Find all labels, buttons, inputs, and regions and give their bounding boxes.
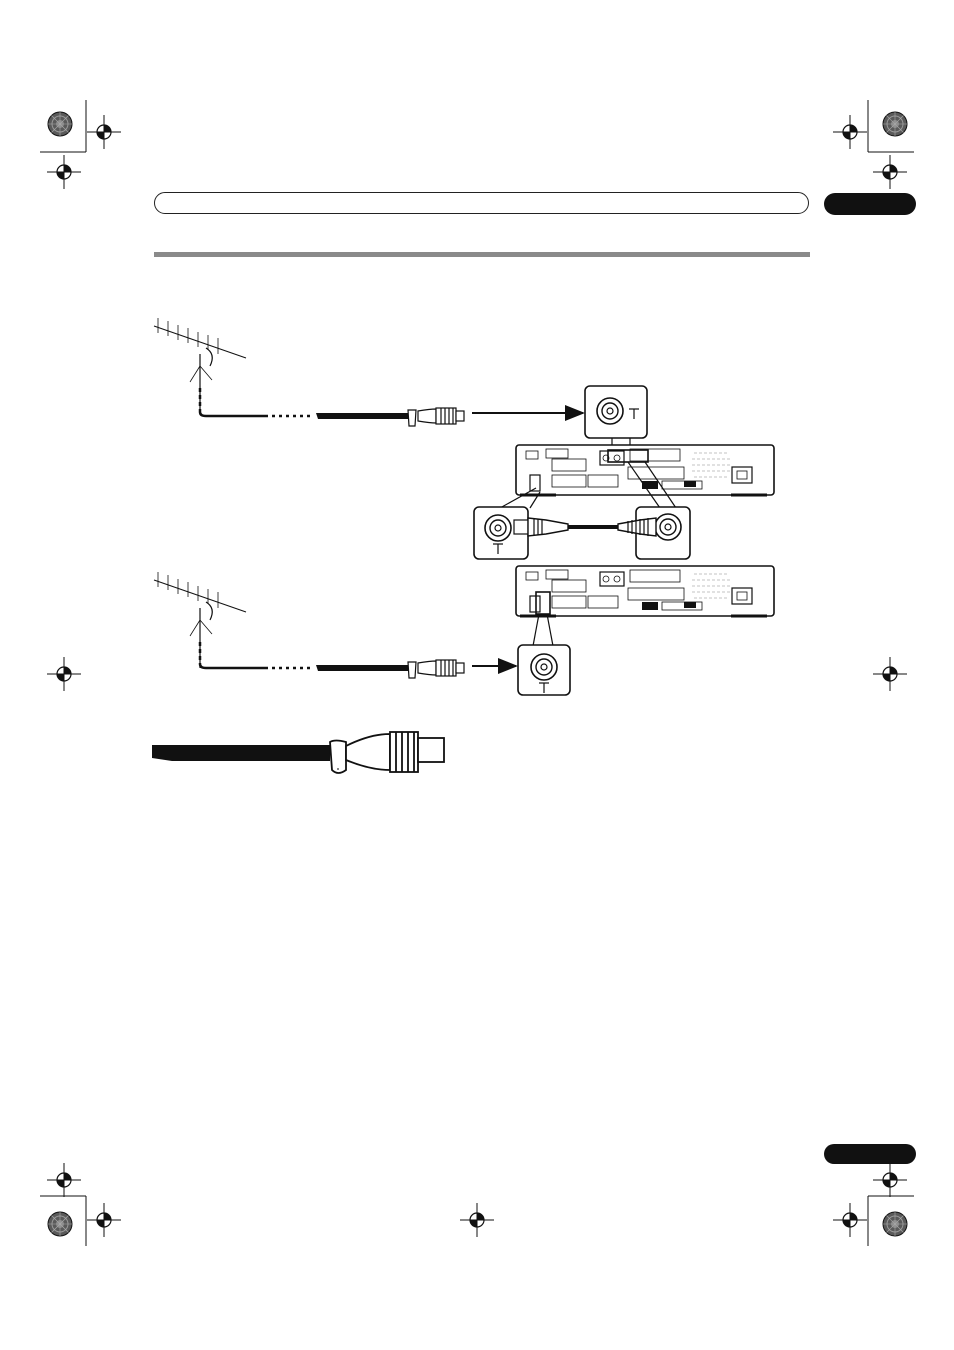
registration-mark-icon <box>87 115 121 149</box>
rear-panel-icon <box>516 566 774 616</box>
color-calibration-target-icon <box>883 1212 907 1236</box>
rf-jack-icon <box>655 514 681 540</box>
registration-mark-icon <box>47 155 81 189</box>
color-calibration-target-icon <box>883 112 907 136</box>
rf-jack-icon <box>531 654 557 680</box>
coaxial-plug-closeup <box>152 732 444 773</box>
registration-mark-icon <box>873 1163 907 1197</box>
antenna-to-unit-loop-through <box>154 318 774 559</box>
registration-mark-icon <box>460 1203 494 1237</box>
registration-mark-icon <box>873 657 907 691</box>
registration-mark-icon <box>47 657 81 691</box>
coaxial-plug-icon <box>514 518 568 536</box>
antenna-icon <box>154 572 246 668</box>
crop-marks <box>40 100 914 1246</box>
coaxial-plug-icon <box>618 518 656 536</box>
coaxial-plug-icon <box>408 408 464 426</box>
color-calibration-target-icon <box>48 1212 72 1236</box>
rear-panel-icon <box>516 445 774 495</box>
registration-mark-icon <box>47 1163 81 1197</box>
antenna-icon <box>154 318 246 414</box>
rf-jack-icon <box>485 515 511 541</box>
rf-jack-icon <box>597 398 623 424</box>
antenna-direct-to-unit <box>154 566 774 695</box>
coaxial-plug-icon <box>408 660 464 678</box>
registration-mark-icon <box>833 1203 867 1237</box>
color-calibration-target-icon <box>48 112 72 136</box>
registration-mark-icon <box>87 1203 121 1237</box>
registration-mark-icon <box>833 115 867 149</box>
registration-mark-icon <box>873 155 907 189</box>
